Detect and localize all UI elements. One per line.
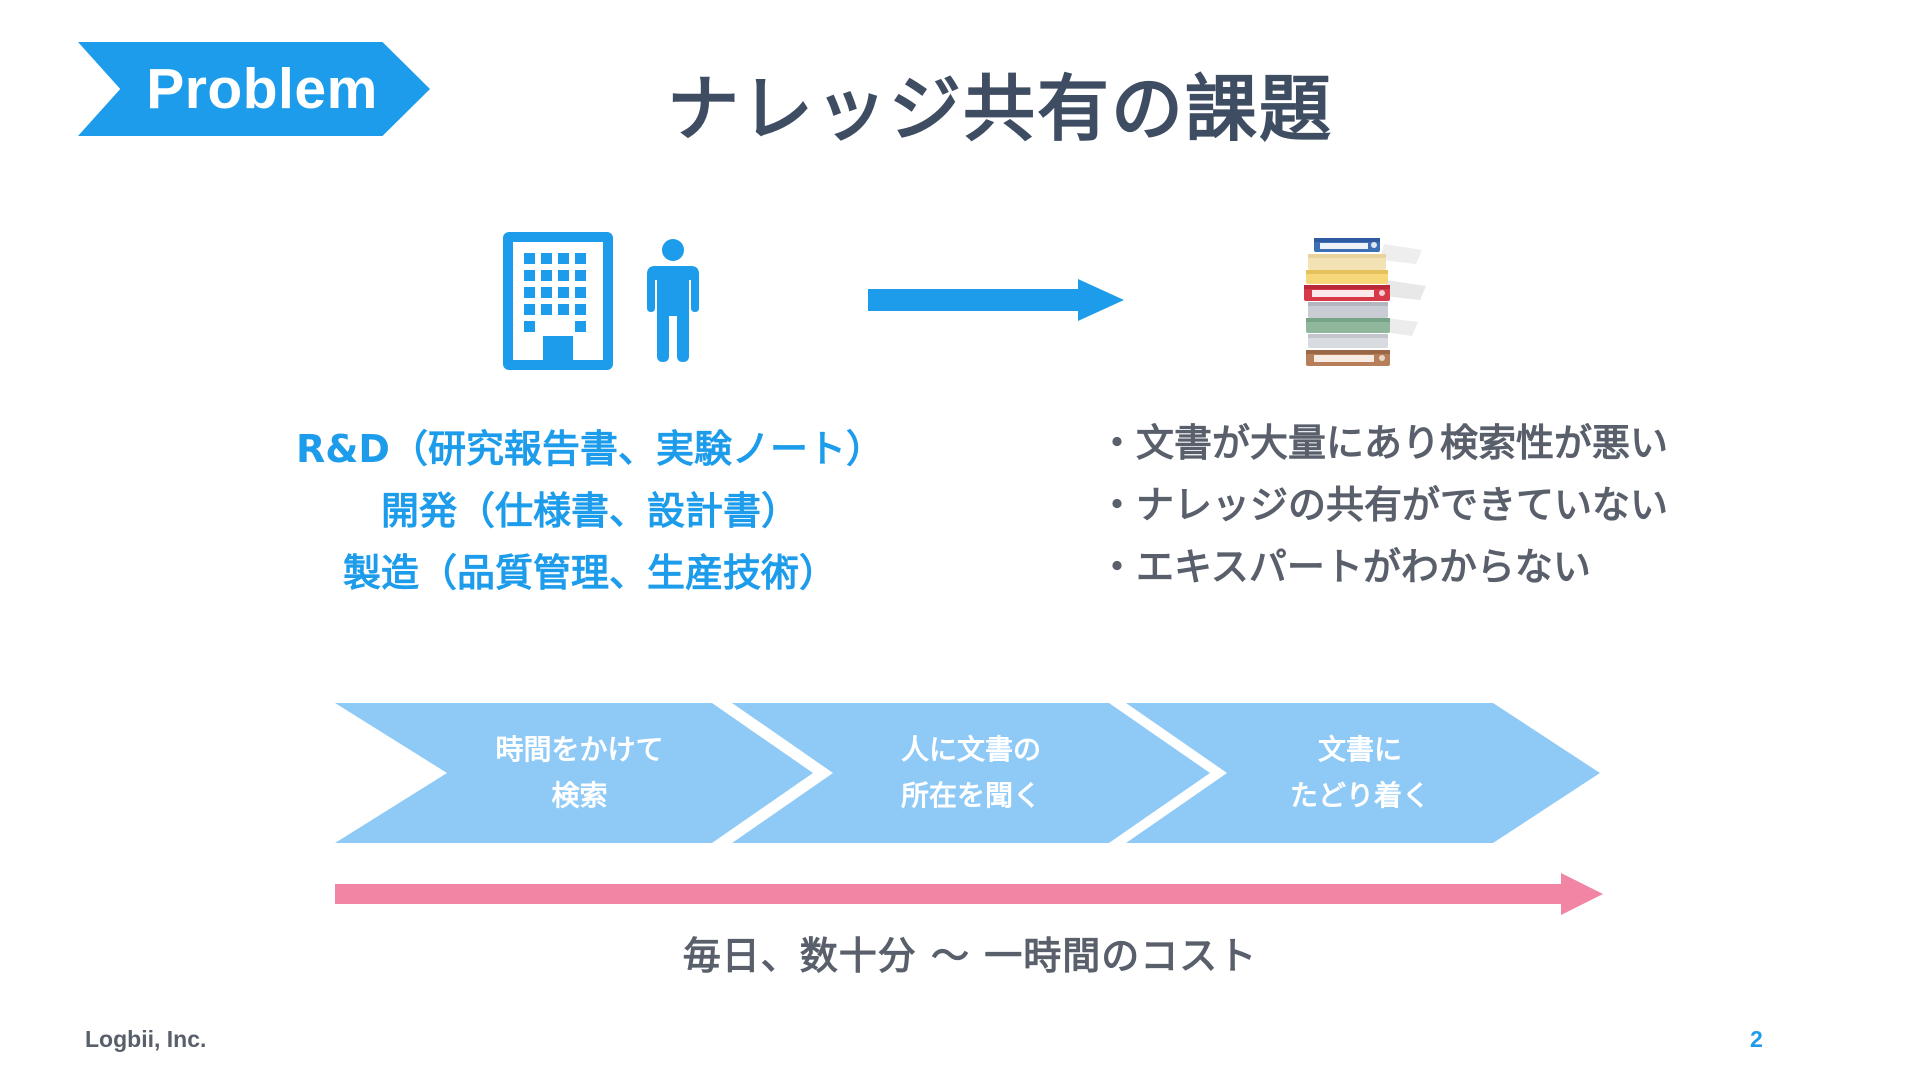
step-label-line1: 文書に	[1317, 733, 1402, 766]
step-label: 時間をかけて 検索	[447, 703, 712, 843]
page-number: 2	[1750, 1026, 1763, 1052]
person-icon	[645, 238, 701, 368]
timeline-arrow-icon	[335, 873, 1603, 919]
step-label-line2: たどり着く	[1289, 779, 1430, 812]
company-name: Logbii, Inc.	[85, 1026, 207, 1052]
stacked-binders-icon	[1300, 232, 1430, 374]
step-label-line2: 検索	[551, 779, 608, 812]
step-label: 人に文書の 所在を聞く	[833, 703, 1109, 843]
document-category-list: R&D（研究報告書、実験ノート） 開発（仕様書、設計書） 製造（品質管理、生産技…	[290, 418, 890, 604]
office-building-icon	[503, 232, 613, 374]
process-flow: 時間をかけて 検索 人に文書の 所在を聞く 文書に たどり着く	[335, 703, 1600, 843]
step-label: 文書に たどり着く	[1227, 703, 1493, 843]
problem-item: ・エキスパートがわからない	[1098, 545, 1591, 589]
problem-tag: Problem	[78, 42, 430, 136]
page-title: ナレッジ共有の課題	[666, 67, 1333, 151]
step-label-line1: 時間をかけて	[495, 733, 664, 766]
arrow-right-icon	[868, 279, 1124, 325]
category-manufacturing: 製造（品質管理、生産技術）	[342, 551, 837, 595]
step-label-line2: 所在を聞く	[900, 779, 1041, 812]
problem-tag-label: Problem	[146, 57, 378, 121]
step-label-line1: 人に文書の	[900, 733, 1041, 766]
process-step-search: 時間をかけて 検索	[335, 703, 813, 843]
category-rnd: R&D（研究報告書、実験ノート）	[296, 427, 884, 471]
problem-list: ・文書が大量にあり検索性が悪い ・ナレッジの共有ができていない ・エキスパートが…	[1098, 412, 1738, 598]
problem-item: ・ナレッジの共有ができていない	[1098, 483, 1669, 527]
cost-caption: 毎日、数十分 〜 一時間のコスト	[682, 934, 1258, 978]
category-development: 開発（仕様書、設計書）	[380, 489, 799, 533]
problem-item: ・文書が大量にあり検索性が悪い	[1098, 421, 1669, 465]
